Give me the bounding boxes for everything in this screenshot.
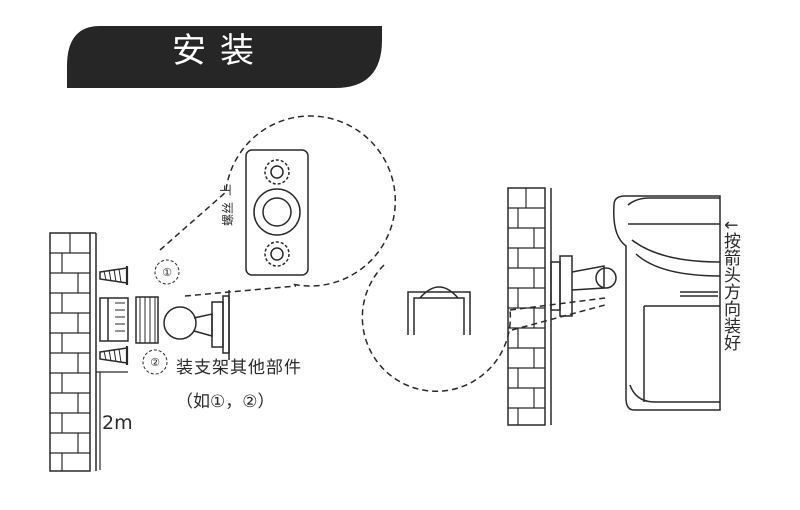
screw-top [99,266,129,285]
title-banner [67,26,382,88]
mounted-bracket [550,255,617,317]
height-dimension [96,371,128,470]
wall-plug [135,296,159,344]
plate-screw-bottom [264,241,290,267]
label-bracket-example: （如①，②） [176,392,274,412]
label-bracket-instruction: 装支架其他部件 [176,358,302,378]
mounting-bracket [163,290,230,360]
label-marker-2: ② [150,356,160,369]
motion-sensor [613,195,721,411]
wall-anchor [99,297,129,342]
mounting-plate [245,149,309,276]
screw-bottom [99,346,129,365]
label-marker-1: ① [162,266,172,279]
title-banner-shape [67,26,382,88]
label-zoom-top: 上 [219,184,233,196]
zoom-circle-sensor [361,264,606,392]
callout-marker-2 [142,349,168,375]
plate-screw-top [264,159,290,185]
label-zoom-screw: 螺丝 [221,202,235,226]
plate-hole-center [253,188,301,236]
label-height: 2m [102,412,133,434]
zoom-circle-plate [159,115,397,297]
sensor-slot [407,286,471,335]
brick-wall-right [507,187,552,426]
label-direction: ↓按箭头方向装好 [720,218,741,352]
callout-marker-1 [154,259,180,285]
brick-wall-left [49,232,97,472]
page-title: 安装 [172,31,268,71]
